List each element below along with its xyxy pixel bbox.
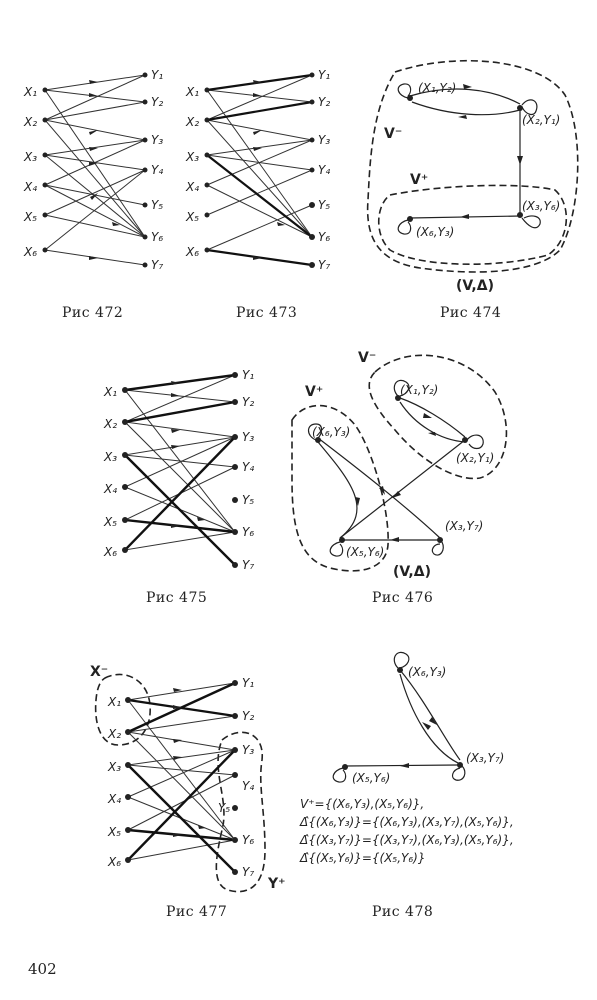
fig476-region-vminus-label: V⁻ [358,350,376,366]
fig475-y3-label: Y₃ [242,430,254,444]
fig475-y7-label: Y₇ [242,558,254,572]
fig478-node-x6y3: (X₆,Y₃) [408,665,446,679]
fig476-caption: Рис 476 [372,590,433,606]
fig477-region-yplus-label: Y⁺ [267,876,286,892]
fig473-y1-label: Y₁ [318,68,330,82]
figure-475: X₁ X₂ X₃ X₄ X₅ X₆ Y₁ Y₂ Y₃ Y₄ Y₅ Y₆ Y₇ Р… [103,368,254,606]
figure-478: (X₆,Y₃) (X₃,Y₇) (X₅,Y₆) V⁺={(X₆,Y₃),(X₅,… [299,651,514,920]
fig472-y6-label: Y₆ [151,230,163,244]
fig473-x3-label: X₃ [185,150,199,164]
fig477-x1-label: X₁ [107,695,121,709]
fig477-y2-label: Y₂ [242,709,254,723]
fig472-x5-label: X₅ [23,210,37,224]
fig478-node-x5y6: (X₅,Y₆) [352,771,390,785]
fig475-y1-label: Y₁ [242,368,254,382]
fig477-y3-label: Y₃ [242,743,254,757]
fig476-node-x1y2: (X₁,Y₂) [400,383,438,397]
fig476-node-x6y3: (X₆,Y₃) [312,425,350,439]
fig473-y7-label: Y₇ [318,258,330,272]
fig472-y5-label: Y₅ [151,198,163,212]
fig477-y7-label: Y₇ [242,865,254,879]
fig477-y1-label: Y₁ [242,676,254,690]
fig478-formula-delta-x3y7: Δ̂{(X₃,Y₇)}={(X₃,Y₇),(X₆,Y₃),(X₅,Y₆)}, [299,833,514,847]
fig476-node-x2y1: (X₂,Y₁) [456,451,494,465]
fig476-node-x3y7: (X₃,Y₇) [445,519,483,533]
fig477-x6-label: X₆ [107,855,121,869]
fig474-node-x3y6: (X₃,Y₆) [522,199,560,213]
fig475-caption: Рис 475 [146,590,207,606]
fig472-y4-label: Y₄ [151,163,163,177]
fig477-caption: Рис 477 [166,904,227,920]
fig473-y5-label: Y₅ [318,198,330,212]
fig475-x1-label: X₁ [103,385,117,399]
fig478-formula-vplus: V⁺={(X₆,Y₃),(X₅,Y₆)}, [300,797,424,811]
fig473-caption: Рис 473 [236,305,297,321]
fig476-region-vplus [291,404,389,572]
fig475-x4-label: X₄ [103,482,117,496]
fig472-y7-label: Y₇ [151,258,163,272]
fig472-y2-label: Y₂ [151,95,163,109]
fig474-region-vminus-label: V⁻ [384,126,402,142]
fig477-y4-label: Y₄ [242,779,254,793]
fig476-region-vplus-label: V⁺ [305,384,323,400]
figure-474: (X₁,Y₂) (X₂,Y₁) (X₃,Y₆) (X₆,Y₃) V⁻ V⁺ (V… [366,59,579,321]
fig472-y3-label: Y₃ [151,133,163,147]
fig475-y2-label: Y₂ [242,395,254,409]
fig473-x2-label: X₂ [185,115,199,129]
fig473-y6-label: Y₆ [318,230,330,244]
fig476-node-x5y6: (X₅,Y₆) [346,545,384,559]
fig477-region-yplus [215,731,266,893]
fig477-x3-label: X₃ [107,760,121,774]
fig477-x2-label: X₂ [107,727,121,741]
fig474-region-vplus-label: V⁺ [410,172,428,188]
page-number: 402 [28,960,57,978]
fig473-x6-label: X₆ [185,245,199,259]
fig475-x5-label: X₅ [103,515,117,529]
fig476-region-vminus [368,354,508,480]
fig472-x2-label: X₂ [23,115,37,129]
fig477-region-xminus-label: X⁻ [90,664,108,680]
fig474-region-vplus [378,184,568,266]
fig475-x2-label: X₂ [103,417,117,431]
fig475-y5-label: Y₅ [242,493,254,507]
fig474-graph-label: (V,Δ) [456,278,494,294]
fig477-x4-label: X₄ [107,792,121,806]
fig473-y3-label: Y₃ [318,133,330,147]
fig473-x1-label: X₁ [185,85,199,99]
figure-477: X₁ X₂ X₃ X₄ X₅ X₆ Y₁ Y₂ Y₃ Y₄ Y₅ Y₆ Y₇ X… [90,664,286,920]
fig477-x5-label: X₅ [107,825,121,839]
fig472-x1-label: X₁ [23,85,37,99]
fig476-graph-label: (V,Δ) [393,564,431,580]
fig475-x6-label: X₆ [103,545,117,559]
fig472-x6-label: X₆ [23,245,37,259]
figure-476: (X₁,Y₂) (X₂,Y₁) (X₆,Y₃) (X₃,Y₇) (X₅,Y₆) … [291,350,508,606]
fig478-formula-delta-x5y6: Δ̂{(X₅,Y₆)}={(X₅,Y₆)} [299,851,426,865]
fig477-y5-label: Y₅ [218,801,230,815]
fig478-caption: Рис 478 [372,904,433,920]
fig472-x4-label: X₄ [23,180,37,194]
figure-472: X₁ X₂ X₃ X₄ X₅ X₆ Y₁ Y₂ Y₃ Y₄ Y₅ Y₆ Y₇ Р… [23,68,163,321]
fig478-formula-delta-x6y3: Δ̂{(X₆,Y₃)}={(X₆,Y₃),(X₃,Y₇),(X₅,Y₆)}, [299,815,514,829]
fig475-y6-label: Y₆ [242,525,254,539]
fig472-x3-label: X₃ [23,150,37,164]
fig474-node-x6y3: (X₆,Y₃) [416,225,454,239]
fig473-x4-label: X₄ [185,180,199,194]
fig472-y1-label: Y₁ [151,68,163,82]
figure-473: X₁ X₂ X₃ X₄ X₅ X₆ Y₁ Y₂ Y₃ Y₄ Y₅ Y₆ Y₇ Р… [185,68,330,321]
fig474-node-x2y1: (X₂,Y₁) [522,113,560,127]
fig474-node-x1y2: (X₁,Y₂) [418,81,456,95]
fig475-x3-label: X₃ [103,450,117,464]
fig472-caption: Рис 472 [62,305,123,321]
fig478-node-x3y7: (X₃,Y₇) [466,751,504,765]
fig473-y4-label: Y₄ [318,163,330,177]
fig475-y4-label: Y₄ [242,460,254,474]
fig474-caption: Рис 474 [440,305,501,321]
fig473-y2-label: Y₂ [318,95,330,109]
fig477-y6-label: Y₆ [242,833,254,847]
fig473-x5-label: X₅ [185,210,199,224]
